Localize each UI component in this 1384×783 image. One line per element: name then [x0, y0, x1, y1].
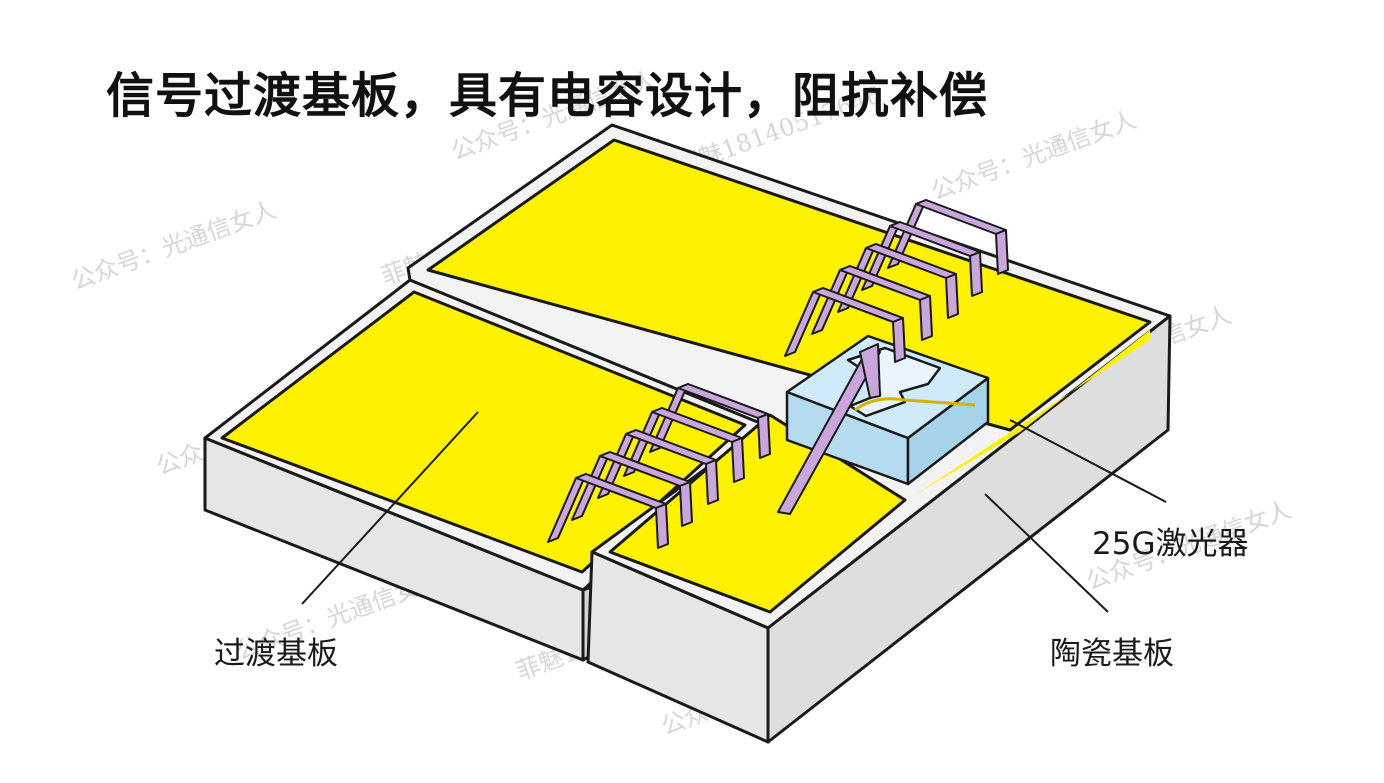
label-transition-substrate: 过渡基板: [214, 628, 338, 673]
leader-line-laser: [1010, 420, 1166, 502]
label-laser: 25G激光器: [1092, 518, 1248, 563]
leader-line-ceramic-substrate: [985, 494, 1108, 612]
label-ceramic-substrate: 陶瓷基板: [1050, 628, 1174, 673]
leader-line-transition-substrate: [302, 412, 478, 604]
page-title: 信号过渡基板，具有电容设计，阻抗补偿: [106, 56, 988, 126]
